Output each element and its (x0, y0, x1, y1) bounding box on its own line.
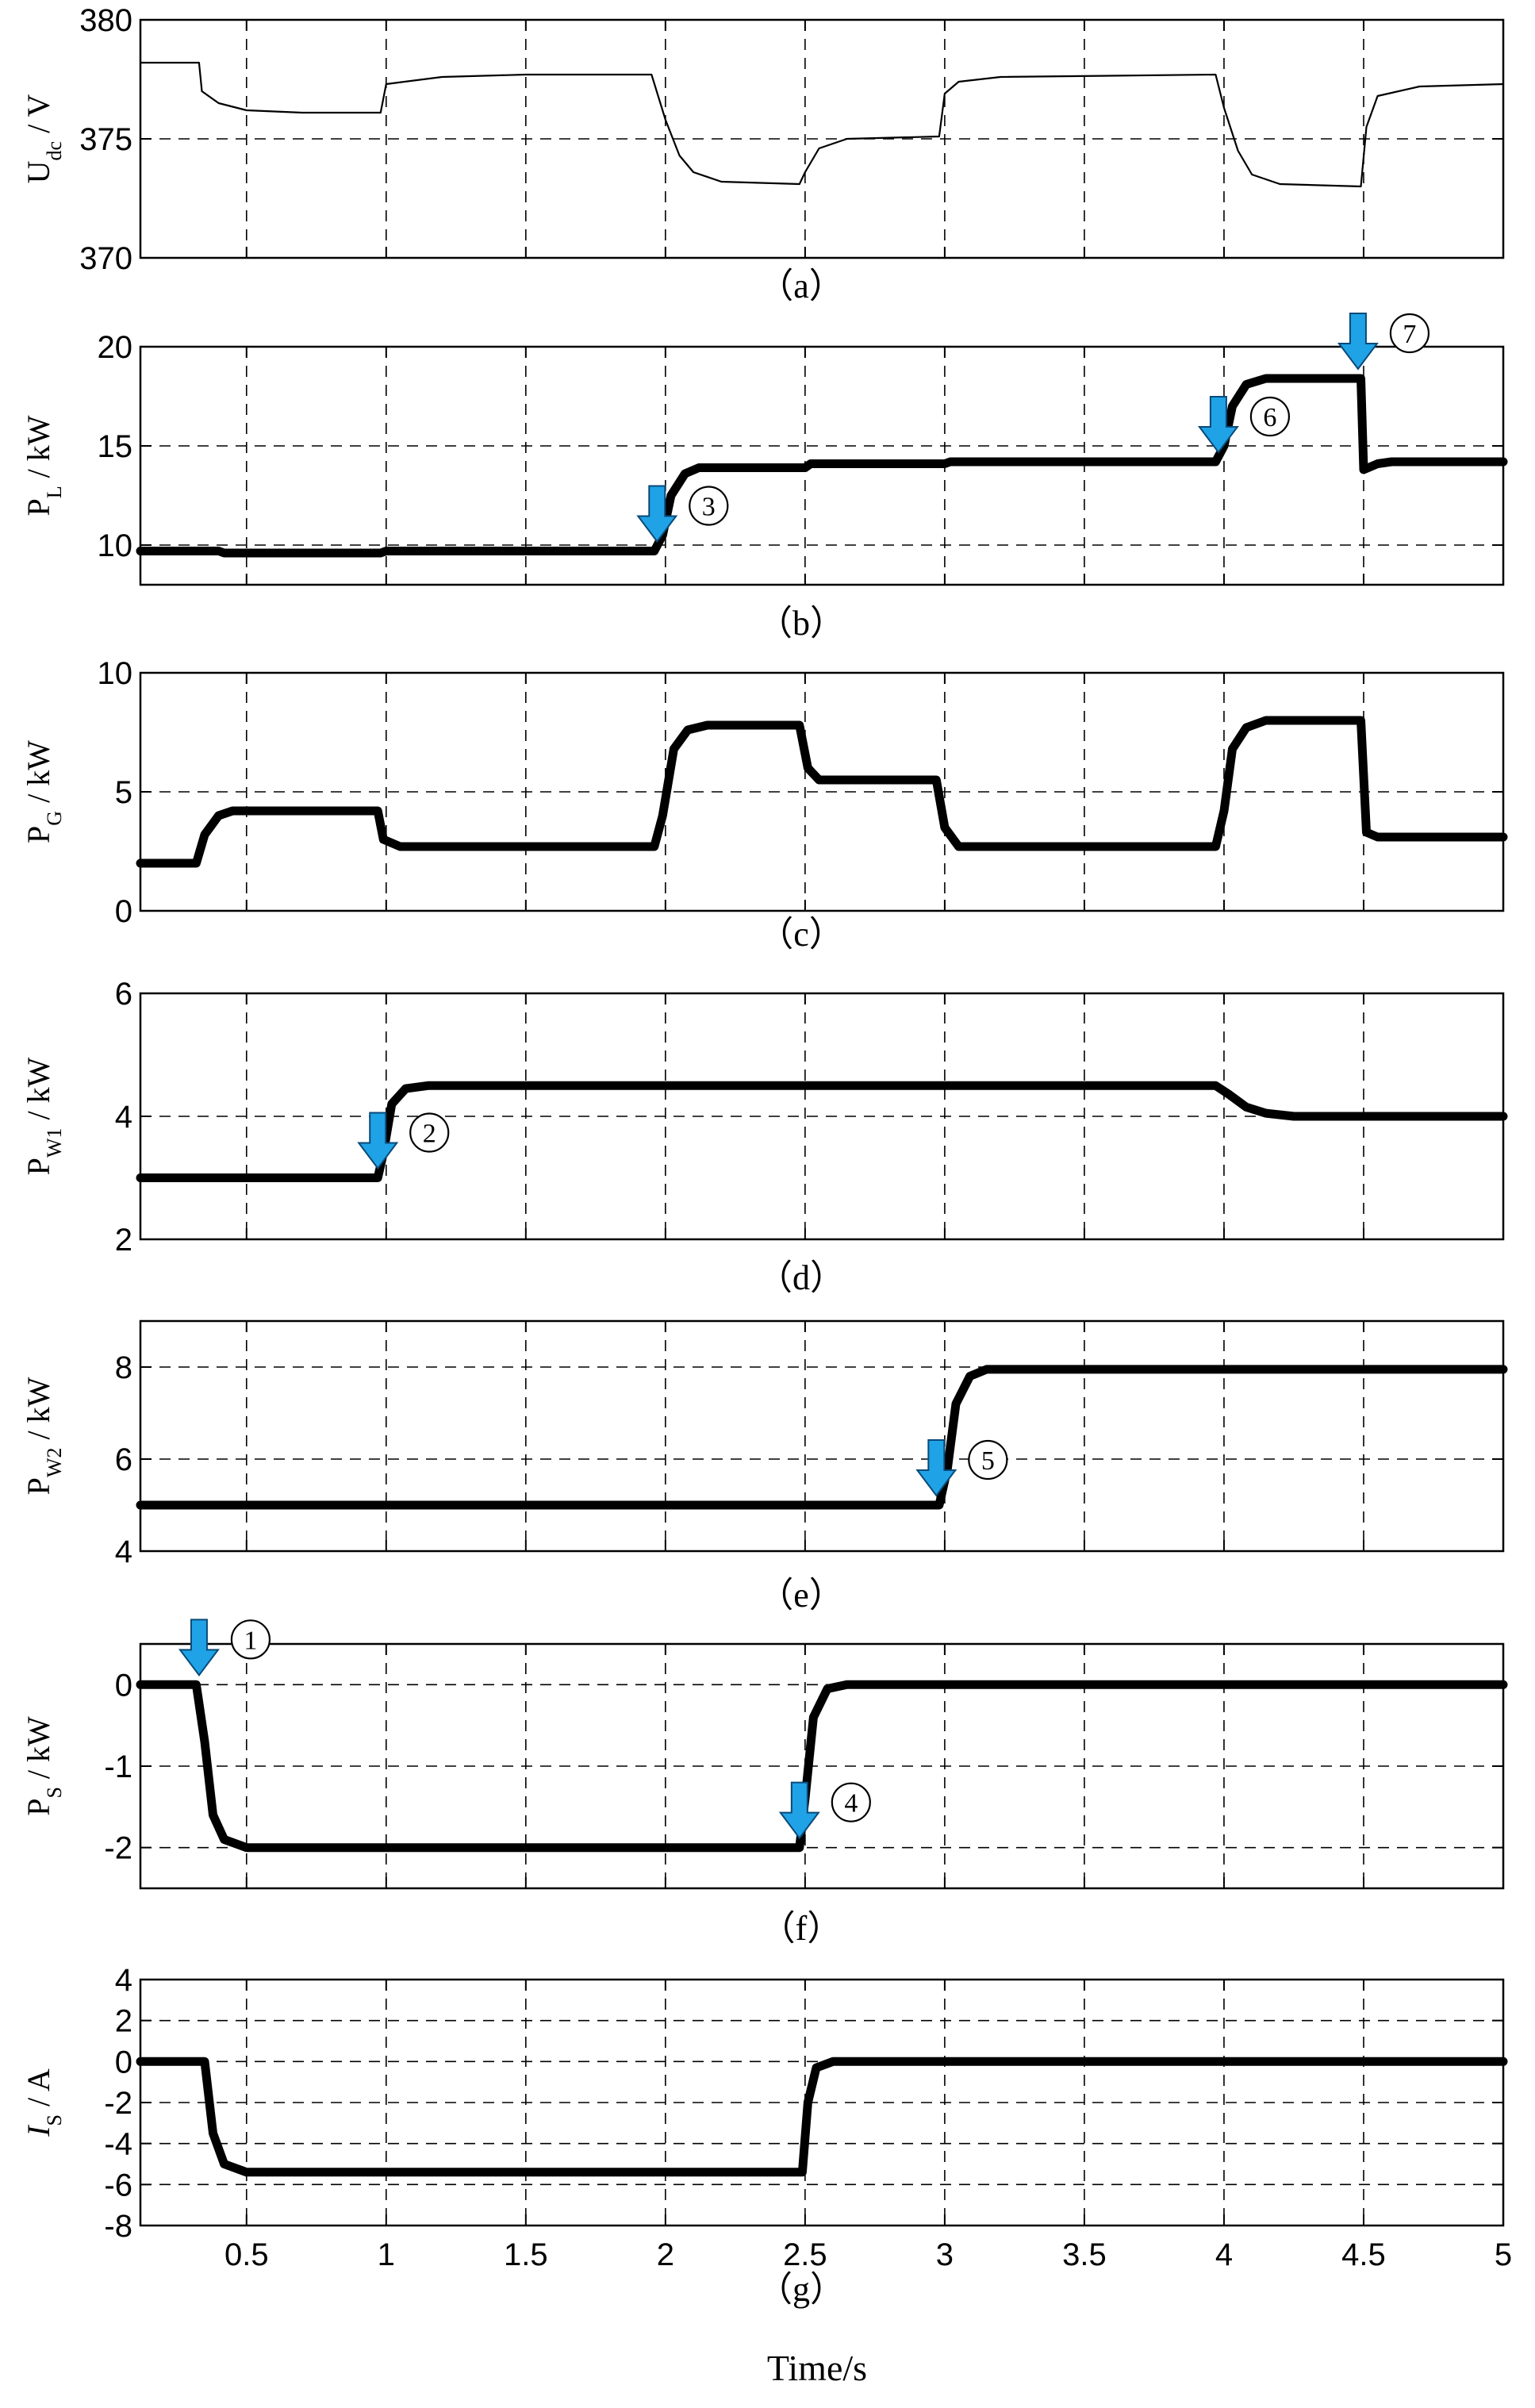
y-tick-label: -2 (104, 1831, 132, 1866)
event-number-circle (409, 1112, 450, 1153)
panel-caption-a: （a） (758, 267, 844, 305)
y-axis-label-g: IS / A (21, 2068, 66, 2137)
event-arrow-icon (357, 1112, 399, 1170)
x-tick-label: 3.5 (1062, 2237, 1107, 2272)
y-tick-label: 6 (115, 1442, 132, 1477)
x-tick-label: 1.5 (504, 2237, 548, 2272)
y-tick-label: -2 (104, 2086, 132, 2121)
event-number: 4 (844, 1789, 858, 1818)
event-number: 6 (1263, 403, 1276, 432)
y-tick-label: 10 (98, 656, 133, 691)
event-marker-2: 2 (357, 1112, 450, 1170)
x-tick-label: 4.5 (1341, 2237, 1386, 2272)
y-tick-label: -8 (104, 2209, 132, 2244)
series-line-a (139, 61, 1505, 188)
event-number: 2 (423, 1120, 436, 1149)
y-tick-label: 0 (115, 2045, 132, 2080)
y-axis-label-c: PG / kW (21, 740, 66, 843)
y-tick-label: 2 (115, 1223, 132, 1258)
event-marker-4: 4 (778, 1781, 871, 1840)
y-tick-label: 4 (115, 1534, 132, 1569)
event-number: 5 (981, 1446, 995, 1476)
y-axis-label-f: PS / kW (21, 1716, 66, 1816)
y-tick-label: 10 (98, 528, 133, 563)
y-axis-label-b: PL / kW (21, 415, 66, 516)
panel-g: -8 -6 -4 -2 0 2 4 0.5 1 1.5 2 2.5 3 3.5 4 4.5 5 IS / A （g） (21, 1963, 1512, 2309)
y-tick-label: 15 (98, 429, 133, 464)
y-tick-label: 0 (115, 1668, 132, 1703)
panel-caption-g: （g） (758, 2270, 845, 2309)
y-tick-label: 8 (115, 1350, 132, 1385)
panel-caption-d: （d） (758, 1258, 845, 1297)
x-axis-label: Time/s (767, 2348, 867, 2388)
series-line-b (136, 374, 1508, 558)
y-tick-label: 0 (115, 894, 132, 929)
panel-caption-b: （b） (758, 604, 845, 643)
event-number: 3 (702, 493, 716, 522)
event-number-circle (689, 486, 729, 526)
x-tick-label: 3 (936, 2237, 954, 2272)
event-number-circle (1249, 396, 1291, 437)
event-arrow-icon (636, 485, 678, 543)
event-number-circle (968, 1439, 1008, 1481)
x-tick-label: 2 (657, 2237, 674, 2272)
event-number: 1 (244, 1626, 257, 1655)
panel-caption-f: （f） (761, 1909, 842, 1948)
x-tick-label: 2.5 (783, 2237, 827, 2272)
series-line-c (136, 716, 1508, 868)
event-arrow-icon (1197, 396, 1239, 454)
y-tick-label: 380 (79, 3, 132, 38)
y-tick-label: 375 (79, 122, 132, 157)
x-tick-label: 1 (378, 2237, 395, 2272)
event-arrow-icon (915, 1439, 957, 1497)
y-tick-label: 4 (115, 1100, 132, 1135)
y-axis-label-a: Udc / V (21, 94, 66, 184)
panel-f: -2 -1 0 PS / kW （f） 1 4 (21, 1619, 1508, 1948)
y-tick-label: 20 (98, 330, 133, 365)
series-line-g (136, 2057, 1508, 2177)
y-tick-label: 5 (115, 775, 132, 810)
y-tick-label: 370 (79, 241, 132, 276)
event-marker-5: 5 (915, 1439, 1008, 1497)
y-tick-label: -1 (104, 1749, 132, 1784)
y-tick-label: -4 (104, 2127, 132, 2162)
panel-b: 10 15 20 PL / kW （b） 3 6 7 (21, 313, 1508, 643)
event-marker-7: 7 (1337, 313, 1430, 371)
panel-c: 0 5 10 PG / kW （c） (21, 656, 1508, 954)
panel-caption-e: （e） (758, 1576, 844, 1615)
y-tick-label: 2 (115, 2004, 132, 2039)
event-marker-6: 6 (1197, 396, 1291, 454)
y-axis-label-e: PW2 / kW (21, 1377, 66, 1495)
event-marker-3: 3 (636, 485, 729, 543)
series-line-f (136, 1680, 1508, 1853)
y-tick-label: 4 (115, 1963, 132, 1998)
event-number: 7 (1403, 320, 1416, 349)
panel-caption-c: （c） (758, 915, 844, 954)
event-number-circle (1389, 313, 1430, 354)
x-tick-label: 5 (1495, 2237, 1512, 2272)
y-tick-label: -6 (104, 2168, 132, 2203)
y-axis-label-d: PW1 / kW (21, 1057, 66, 1175)
x-tick-label: 0.5 (224, 2237, 269, 2272)
event-arrow-icon (778, 1781, 820, 1840)
x-tick-label: 4 (1215, 2237, 1233, 2272)
event-marker-1: 1 (178, 1619, 271, 1676)
event-arrow-icon (178, 1619, 220, 1676)
event-number-circle (831, 1782, 871, 1822)
axes-box (139, 1319, 1505, 1553)
series-line-e (136, 1365, 1508, 1510)
event-number-circle (230, 1619, 271, 1660)
event-arrow-icon (1337, 313, 1379, 371)
y-tick-label: 6 (115, 977, 132, 1012)
